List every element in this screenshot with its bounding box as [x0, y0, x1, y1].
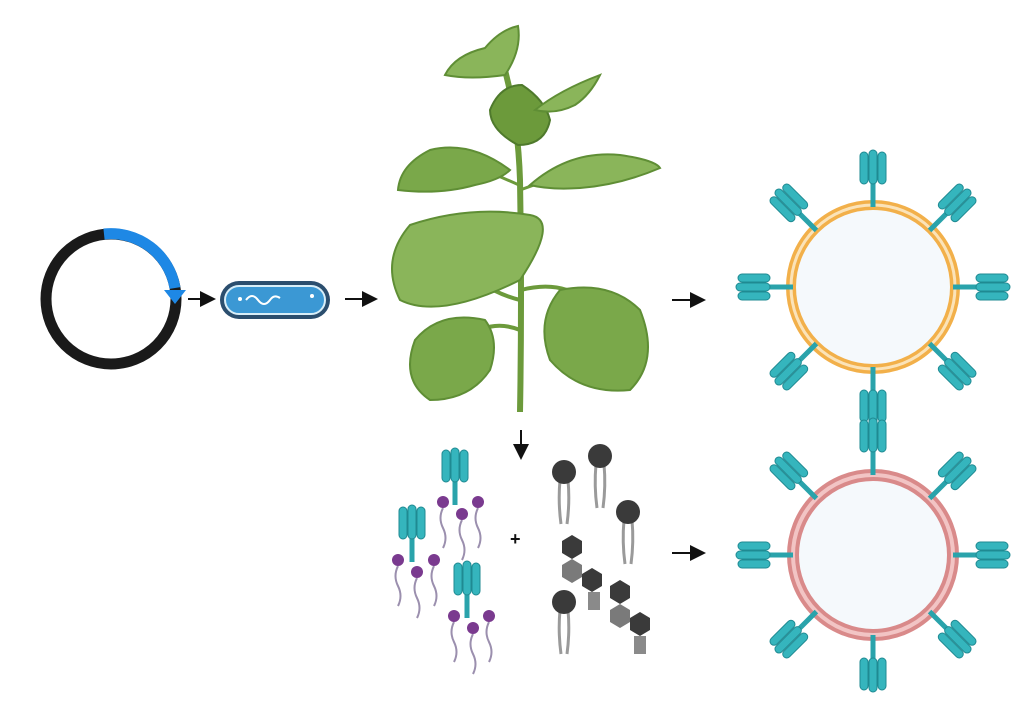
glycoprotein-icon — [391, 447, 496, 675]
agrobacterium-icon — [220, 281, 330, 319]
lipid-icon — [550, 442, 650, 656]
plus-sign: + — [510, 529, 521, 549]
nicotiana-plant-icon — [391, 24, 662, 413]
liposome-with-proteins-icon — [735, 417, 1011, 693]
plasmid-icon — [40, 228, 186, 370]
vesicle-with-proteins-icon — [735, 149, 1011, 425]
